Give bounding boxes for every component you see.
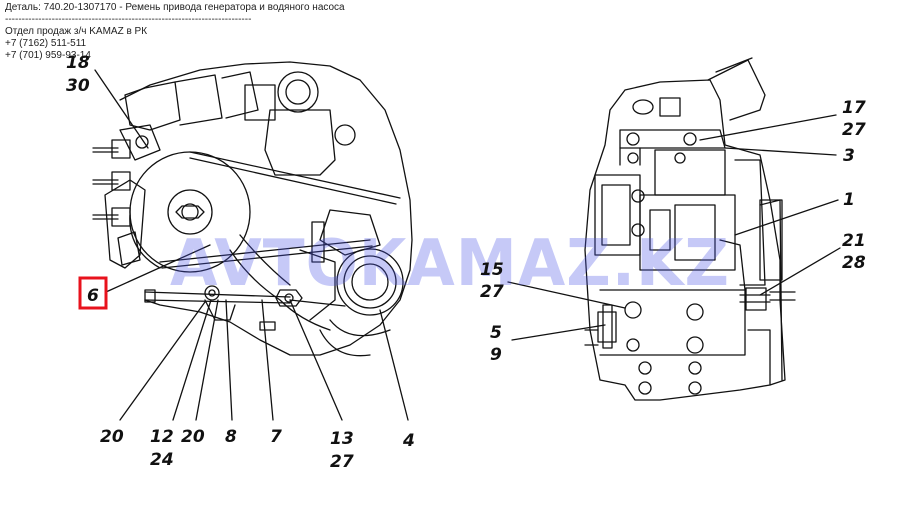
callout-30[interactable]: 30: [66, 76, 90, 96]
callout-8[interactable]: 8: [225, 427, 237, 447]
callout-21[interactable]: 21: [842, 231, 866, 251]
callout-20-a[interactable]: 20: [100, 427, 124, 447]
callout-9[interactable]: 9: [490, 345, 502, 365]
watermark-text: AVTOKAMAZ.KZ: [170, 227, 730, 301]
callout-27-c[interactable]: 27: [480, 282, 504, 302]
callout-6[interactable]: 6: [87, 286, 99, 306]
header-separator: ----------------------------------------…: [5, 14, 252, 25]
callout-3[interactable]: 3: [843, 146, 855, 166]
callout-15[interactable]: 15: [480, 260, 504, 280]
callout-4[interactable]: 4: [402, 431, 415, 451]
callout-28[interactable]: 28: [842, 253, 866, 273]
phone-2: +7 (701) 959-93-14: [5, 50, 91, 61]
callout-7[interactable]: 7: [270, 427, 282, 447]
callout-18[interactable]: 18: [66, 53, 90, 73]
callout-1[interactable]: 1: [843, 190, 855, 210]
callout-13[interactable]: 13: [330, 429, 354, 449]
part-title: Деталь: 740.20-1307170 - Ремень привода …: [5, 2, 345, 13]
callout-20-b[interactable]: 20: [181, 427, 205, 447]
callout-27-b[interactable]: 27: [842, 120, 866, 140]
left-engine-view: [92, 61, 413, 421]
callout-17[interactable]: 17: [842, 98, 866, 118]
callout-5[interactable]: 5: [490, 323, 502, 343]
callout-24[interactable]: 24: [150, 450, 174, 470]
page-header: Деталь: 740.20-1307170 - Ремень привода …: [5, 2, 345, 62]
right-engine-view: [507, 57, 841, 401]
callout-12[interactable]: 12: [150, 427, 174, 447]
phone-1: +7 (7162) 511-511: [5, 38, 87, 49]
sales-department: Отдел продаж з/ч KAMAZ в РК: [5, 26, 148, 37]
callout-highlight-box: [78, 276, 108, 310]
callout-27-a[interactable]: 27: [330, 452, 354, 472]
